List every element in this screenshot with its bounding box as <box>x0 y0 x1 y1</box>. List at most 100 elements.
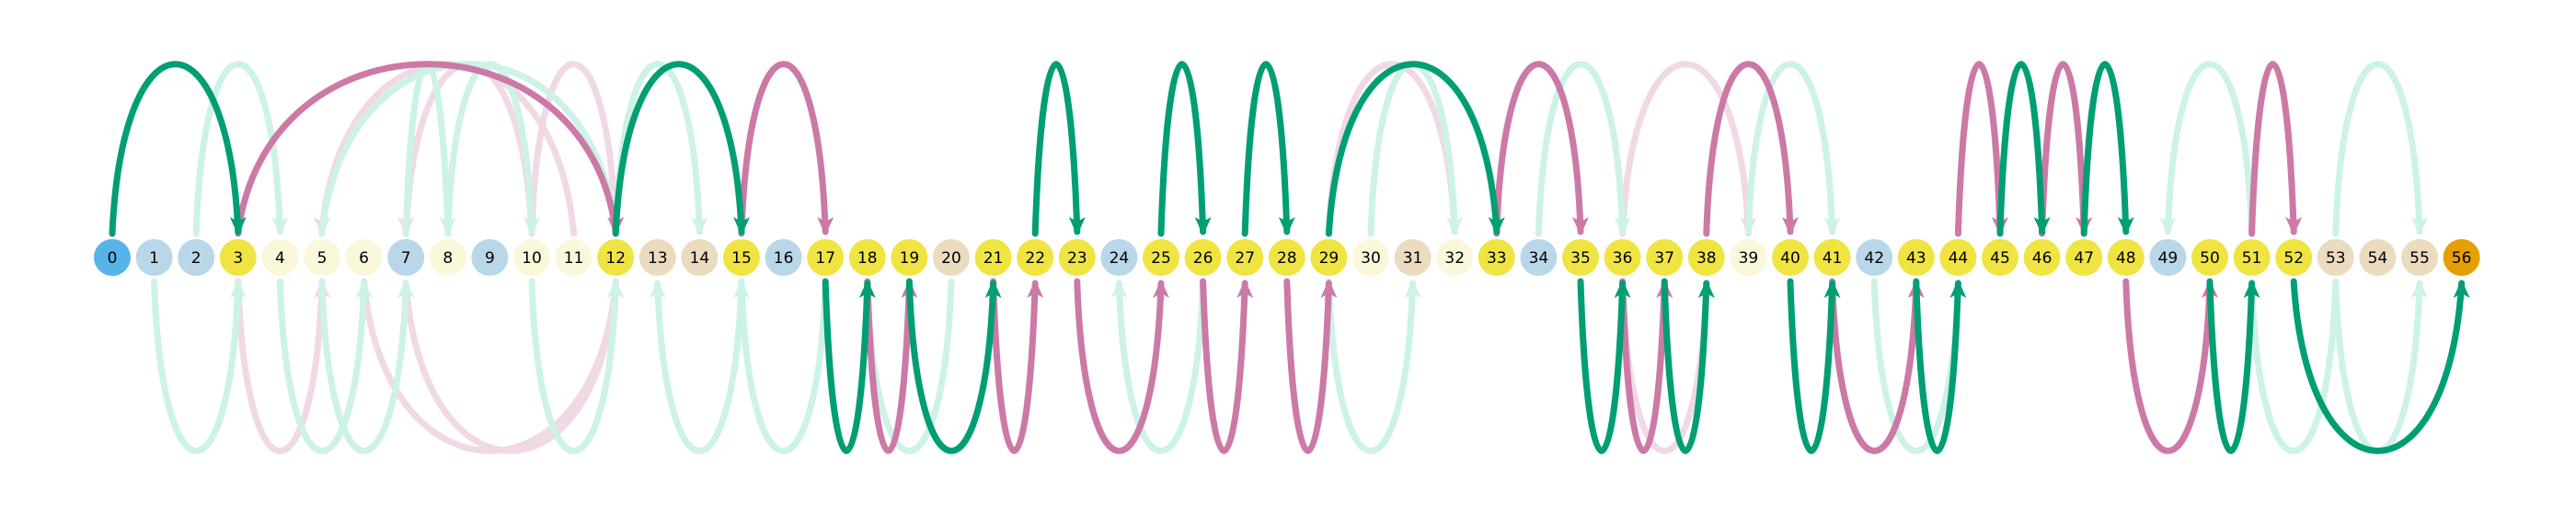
edge-19-to-21 <box>905 278 1002 454</box>
node-19: 19 <box>891 239 928 276</box>
edge-40-to-41 <box>1787 278 1841 454</box>
node-48: 48 <box>2107 239 2145 276</box>
node-label: 30 <box>1361 249 1381 268</box>
node-circle <box>2443 239 2480 276</box>
arrowhead <box>2033 217 2051 235</box>
node-27: 27 <box>1226 239 1264 276</box>
node-circle <box>1394 239 1432 276</box>
arrowhead <box>1194 217 1212 235</box>
arrowhead <box>733 217 750 235</box>
node-7: 7 <box>387 239 425 276</box>
arrowhead <box>397 280 415 298</box>
edge-43-to-44 <box>1913 278 1967 454</box>
node-circle <box>1562 239 1599 276</box>
node-54: 54 <box>2359 239 2397 276</box>
node-circle <box>933 239 970 276</box>
arrowhead <box>1153 280 1169 298</box>
edge-26-to-27 <box>1200 278 1254 454</box>
arrowhead <box>1027 280 1044 298</box>
node-circle <box>1604 239 1641 276</box>
node-50: 50 <box>2191 239 2228 276</box>
node-41: 41 <box>1813 239 1851 276</box>
node-circle <box>597 239 635 276</box>
node-label: 16 <box>774 249 794 268</box>
node-45: 45 <box>1982 239 2018 276</box>
node-label: 53 <box>2326 249 2346 268</box>
arrowhead <box>1572 217 1589 235</box>
node-circle <box>1939 239 1977 276</box>
node-circle <box>2191 239 2228 276</box>
node-circle <box>2233 239 2271 276</box>
node-1: 1 <box>135 239 173 276</box>
node-label: 36 <box>1613 249 1633 268</box>
node-circle <box>94 239 131 276</box>
node-43: 43 <box>1897 239 1935 276</box>
arrowhead <box>1614 280 1631 298</box>
node-circle <box>723 239 760 276</box>
node-42: 42 <box>1856 239 1893 276</box>
arrowhead <box>1320 280 1338 298</box>
edge-3-to-12 <box>235 61 625 237</box>
node-circle <box>387 239 425 276</box>
node-label: 31 <box>1403 249 1423 268</box>
node-label: 40 <box>1780 249 1800 268</box>
node-circle <box>135 239 173 276</box>
arrowhead <box>2411 280 2428 298</box>
node-label: 42 <box>1864 249 1884 268</box>
edge-53-to-51 <box>2243 278 2340 454</box>
node-56: 56 <box>2443 239 2480 276</box>
node-label: 43 <box>1906 249 1926 268</box>
arrowhead <box>1823 217 1841 235</box>
arrowhead <box>1488 217 1505 235</box>
edge-29-to-31 <box>1325 278 1421 454</box>
node-circle <box>1687 239 1725 276</box>
node-circle <box>638 239 676 276</box>
node-49: 49 <box>2149 239 2187 276</box>
node-label: 35 <box>1570 249 1591 268</box>
node-label: 38 <box>1696 249 1717 268</box>
edge-47-to-48 <box>2080 61 2134 237</box>
node-circle <box>1310 239 1348 276</box>
node-circle <box>1982 239 2018 276</box>
edge-48-to-50 <box>2122 278 2218 454</box>
node-circle <box>1646 239 1684 276</box>
edge-33-to-35 <box>1493 61 1589 237</box>
edge-51-to-49 <box>2159 61 2256 237</box>
node-38: 38 <box>1687 239 1725 276</box>
node-label: 33 <box>1487 249 1507 268</box>
node-circle <box>471 239 509 276</box>
node-32: 32 <box>1436 239 1474 276</box>
edge-38-to-40 <box>1703 61 1799 237</box>
node-circle <box>429 239 466 276</box>
edge-15-to-17 <box>738 61 834 237</box>
node-label: 52 <box>2283 249 2304 268</box>
edge-53-to-55 <box>2332 278 2428 454</box>
edge-50-to-51 <box>2206 278 2260 454</box>
node-17: 17 <box>807 239 845 276</box>
node-label: 29 <box>1319 249 1340 268</box>
node-31: 31 <box>1394 239 1432 276</box>
node-8: 8 <box>429 239 466 276</box>
node-label: 25 <box>1151 249 1171 268</box>
arrowhead <box>523 217 540 235</box>
node-51: 51 <box>2233 239 2271 276</box>
node-circle <box>974 239 1012 276</box>
arrowhead <box>2411 217 2428 235</box>
edge-2-to-4 <box>192 61 289 237</box>
arrowhead <box>733 280 750 298</box>
arrowhead <box>1446 217 1464 235</box>
edge-12-to-15 <box>612 61 750 237</box>
node-14: 14 <box>681 239 719 276</box>
node-circle <box>219 239 257 276</box>
node-label: 34 <box>1529 249 1549 268</box>
node-circle <box>1143 239 1179 276</box>
node-circle <box>681 239 719 276</box>
edge-45-to-46 <box>1996 61 2051 237</box>
node-40: 40 <box>1772 239 1809 276</box>
edge-39-to-41 <box>1744 61 1841 237</box>
node-label: 23 <box>1067 249 1087 268</box>
node-label: 6 <box>359 249 369 268</box>
node-circle <box>261 239 299 276</box>
node-circle <box>1017 239 1054 276</box>
